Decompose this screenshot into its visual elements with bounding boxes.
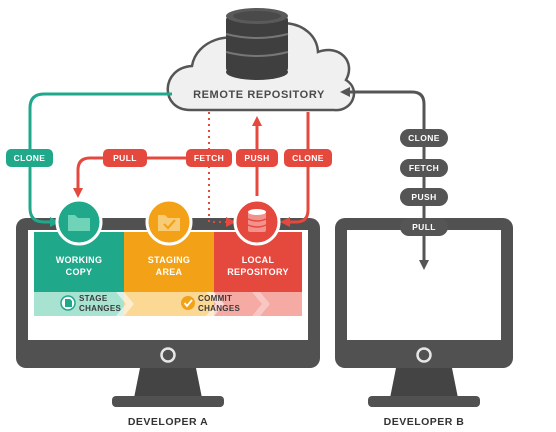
stage-changes-label-1: STAGE [79,294,108,303]
stage-strip-teal [34,292,124,316]
svg-text:PULL: PULL [412,222,436,232]
svg-text:FETCH: FETCH [194,153,224,163]
clone-pill-right: CLONE [284,149,332,167]
svg-text:PUSH: PUSH [411,192,436,202]
remote-repository-label: REMOTE REPOSITORY [193,89,325,101]
developer-b-fetch-pill: FETCH [400,159,448,177]
pull-arrow [73,156,208,198]
svg-text:CLONE: CLONE [14,153,46,163]
monitor-developer-b [335,218,513,407]
fetch-arrow [208,112,236,227]
database-icon [225,8,289,80]
developer-a-label: DEVELOPER A [128,416,208,428]
stage-strip-orange [124,292,214,316]
svg-text:CLONE: CLONE [408,133,440,143]
svg-text:CLONE: CLONE [292,153,324,163]
clone-arrow-red [280,112,310,227]
checkmark-icon [181,296,195,310]
clone-pill-left: CLONE [6,149,53,167]
developer-b-arrow-up [340,87,426,264]
monitor-a-power-button [160,347,176,363]
fetch-pill: FETCH [186,149,232,167]
staging-area-label-1: STAGING [148,255,190,265]
working-copy-label-2: COPY [66,267,93,277]
monitor-b-base [368,396,480,407]
stage-changes-label-2: CHANGES [79,304,121,313]
commit-changes-label-2: CHANGES [198,304,240,313]
push-pill: PUSH [236,149,278,167]
monitor-a-base [112,396,224,407]
document-icon [60,295,76,311]
developer-b-pull-pill: PULL [400,218,448,236]
chevron-divider-3 [252,292,270,316]
local-repository-label-2: REPOSITORY [227,267,289,277]
svg-text:PULL: PULL [113,153,137,163]
folder-icon [55,198,103,246]
folder-check-icon [145,198,193,246]
working-copy-label-1: WORKING [56,255,103,265]
chevron-divider-1 [116,292,134,316]
monitor-b-neck [390,368,458,398]
developer-b-clone-pill: CLONE [400,129,448,147]
developer-b-label: DEVELOPER B [384,416,465,428]
local-repository-label-1: LOCAL [242,255,275,265]
staging-area-label-2: AREA [156,267,183,277]
svg-text:FETCH: FETCH [409,163,439,173]
svg-text:PUSH: PUSH [244,153,269,163]
pull-pill: PULL [103,149,147,167]
monitor-b-power-button [416,347,432,363]
developer-b-push-pill: PUSH [400,188,448,206]
chevron-divider-2 [206,292,224,316]
database-icon-local [233,198,281,246]
commit-changes-label-1: COMMIT [198,294,232,303]
stage-strip-red [214,292,302,316]
monitor-a-neck [134,368,202,398]
